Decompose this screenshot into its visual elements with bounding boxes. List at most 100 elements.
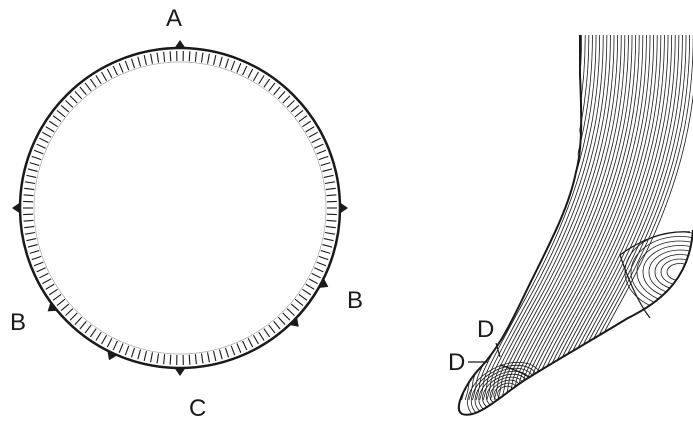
stitch-tick [269, 83, 275, 91]
stitch-tick [42, 132, 51, 137]
rib-line [501, 30, 621, 400]
stitch-tick [254, 335, 259, 344]
rib-line [472, 30, 592, 400]
stitch-tick [314, 268, 323, 272]
stitch-tick [80, 87, 86, 95]
stitch-tick [90, 329, 96, 337]
stitch-tick [138, 350, 141, 360]
stitch-tick [208, 54, 210, 64]
stitch-tick [274, 87, 280, 95]
stitch-tick [306, 284, 315, 289]
stitch-tick [46, 127, 55, 132]
stitch-tick [220, 57, 223, 67]
stitch-tick [324, 175, 334, 177]
stitch-tick [322, 245, 332, 247]
stitch-marker [175, 40, 186, 48]
stitch-tick [61, 304, 69, 311]
stitch-tick [195, 354, 196, 364]
stitch-tick [85, 83, 91, 91]
stitch-tick [66, 309, 73, 316]
label-c: C [189, 395, 206, 422]
stitch-tick [319, 256, 328, 259]
stitch-tick [208, 352, 210, 362]
rib-line [494, 30, 614, 400]
stitch-tick [125, 346, 128, 355]
sock-leg-ribbing [458, 30, 693, 400]
stitch-tick [302, 289, 310, 295]
rib-line [458, 30, 578, 400]
stitch-tick [30, 250, 40, 253]
label-d-lower: D [448, 349, 465, 376]
stitch-tick [102, 335, 107, 344]
stitch-tick [259, 75, 264, 83]
stitch-tick [24, 195, 34, 196]
stitch-tick [321, 250, 331, 253]
stitch-tick [75, 317, 82, 324]
rib-line [465, 30, 585, 400]
stitch-tick [131, 59, 134, 69]
stitch-tick [295, 299, 303, 305]
rib-line [490, 30, 610, 400]
stitch-tick [75, 91, 82, 98]
stitch-tick [278, 91, 285, 98]
stitch-tick [321, 163, 331, 166]
stitch-tick [53, 294, 61, 300]
stitch-tick [225, 59, 228, 69]
stitch-tick [26, 175, 36, 177]
rib-line [487, 30, 607, 400]
circle-inner-ring [34, 62, 326, 354]
stitch-tick [201, 53, 202, 63]
label-b-right: B [347, 287, 363, 314]
stitch-tick [291, 105, 299, 112]
needle-circle-diagram: A B B C [10, 5, 363, 422]
stitch-tick [151, 352, 153, 362]
stitch-markers [12, 40, 348, 376]
circle-outer-ring [20, 48, 340, 368]
stitch-tick [24, 220, 34, 221]
stitch-marker [175, 368, 186, 376]
stitch-tick [299, 116, 307, 122]
stitch-tick [324, 239, 334, 241]
stitch-tick [34, 150, 43, 154]
stitch-tick [295, 110, 303, 116]
stitch-tick [201, 353, 202, 363]
rib-line [476, 30, 596, 400]
stitch-tick [53, 116, 61, 122]
stitch-tick [37, 144, 46, 148]
stitch-tick [61, 105, 69, 112]
stitch-tick [306, 127, 315, 132]
stitch-tick [291, 304, 299, 311]
stitch-tick [138, 57, 141, 67]
stitch-tick [326, 188, 336, 189]
stitch-tick [28, 169, 38, 171]
stitch-tick [113, 341, 117, 350]
stitch-tick [326, 220, 336, 221]
stitch-tick [131, 348, 134, 358]
label-b-left: B [10, 309, 26, 336]
stitch-tick [309, 132, 318, 137]
stitch-tick [107, 338, 112, 347]
stitch-tick [151, 54, 153, 64]
stitch-tick [157, 53, 158, 63]
label-a: A [166, 5, 182, 32]
stitch-tick [49, 121, 57, 127]
stitch-ticks [23, 51, 337, 365]
stitch-marker [340, 203, 348, 214]
heel-stripe [667, 264, 693, 281]
stitch-tick [24, 188, 34, 189]
stitch-tick [248, 338, 253, 347]
stitch-tick [299, 294, 307, 300]
stitch-tick [231, 346, 234, 355]
stitch-tick [225, 348, 228, 358]
stitch-tick [57, 110, 65, 116]
stitch-tick [195, 52, 196, 62]
stitch-tick [42, 279, 51, 284]
stitch-tick [96, 332, 101, 340]
stitch-tick [90, 79, 96, 87]
stitch-tick [46, 284, 55, 289]
stitch-tick [269, 325, 275, 333]
stitch-tick [322, 169, 332, 171]
stitch-tick [189, 51, 190, 61]
heel-stripe [661, 259, 693, 285]
